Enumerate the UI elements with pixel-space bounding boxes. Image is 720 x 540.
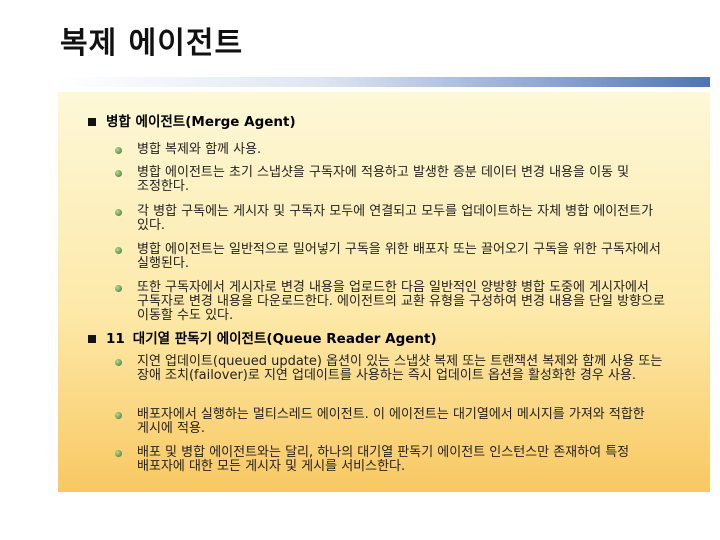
section-heading-label: 병합 에이전트(Merge Agent) (106, 114, 296, 130)
section-heading-queue-reader-agent: 11 대기열 판독기 에이전트(Queue Reader Agent) (88, 331, 437, 347)
bullet-text: 병합 에이전트는 일반적으로 밀어넣기 구독을 위한 배포자 또는 끌어오기 구… (137, 242, 661, 271)
round-bullet-icon (115, 147, 122, 154)
bullet-item: 병합 복제와 함께 사용. (115, 143, 675, 157)
bullet-text: 배포 및 병합 에이전트와는 달리, 하나의 대기열 판독기 에이전트 인스턴스… (137, 445, 630, 474)
bullet-text: 병합 에이전트는 초기 스냅샷을 구독자에 적용하고 발생한 증분 데이터 변경… (137, 165, 630, 194)
bullet-item: 병합 에이전트는 일반적으로 밀어넣기 구독을 위한 배포자 또는 끌어오기 구… (115, 243, 675, 271)
section-number: 11 (106, 331, 125, 347)
square-bullet-icon (88, 118, 96, 126)
section-heading-merge-agent: 병합 에이전트(Merge Agent) (88, 114, 296, 130)
bullet-item: 각 병합 구독에는 게시자 및 구독자 모두에 연결되고 모두를 업데이트하는 … (115, 205, 675, 233)
round-bullet-icon (115, 359, 122, 366)
bullet-item: 병합 에이전트는 초기 스냅샷을 구독자에 적용하고 발생한 증분 데이터 변경… (115, 166, 675, 194)
bullet-text: 또한 구독자에서 게시자로 변경 내용을 업로드한 다음 일반적인 양방향 병합… (137, 280, 665, 323)
section-heading-label: 대기열 판독기 에이전트(Queue Reader Agent) (132, 331, 437, 347)
square-bullet-icon (88, 335, 96, 343)
title-rule (58, 77, 710, 87)
round-bullet-icon (115, 285, 122, 292)
bullet-text: 지연 업데이트(queued update) 옵션이 있는 스냅샷 복제 또는 … (137, 354, 663, 383)
bullet-text: 병합 복제와 함께 사용. (137, 142, 262, 157)
content-panel (58, 92, 710, 492)
slide-title: 복제 에이전트 (60, 26, 244, 61)
bullet-text: 각 병합 구독에는 게시자 및 구독자 모두에 연결되고 모두를 업데이트하는 … (137, 204, 654, 233)
bullet-item: 배포 및 병합 에이전트와는 달리, 하나의 대기열 판독기 에이전트 인스턴스… (115, 446, 675, 474)
bullet-item: 지연 업데이트(queued update) 옵션이 있는 스냅샷 복제 또는 … (115, 355, 675, 383)
round-bullet-icon (115, 450, 122, 457)
bullet-item: 또한 구독자에서 게시자로 변경 내용을 업로드한 다음 일반적인 양방향 병합… (115, 281, 675, 323)
round-bullet-icon (115, 170, 122, 177)
round-bullet-icon (115, 209, 122, 216)
round-bullet-icon (115, 412, 122, 419)
bullet-item: 배포자에서 실행하는 멀티스레드 에이전트. 이 에이전트는 대기열에서 메시지… (115, 408, 675, 436)
round-bullet-icon (115, 247, 122, 254)
bullet-text: 배포자에서 실행하는 멀티스레드 에이전트. 이 에이전트는 대기열에서 메시지… (137, 407, 645, 436)
